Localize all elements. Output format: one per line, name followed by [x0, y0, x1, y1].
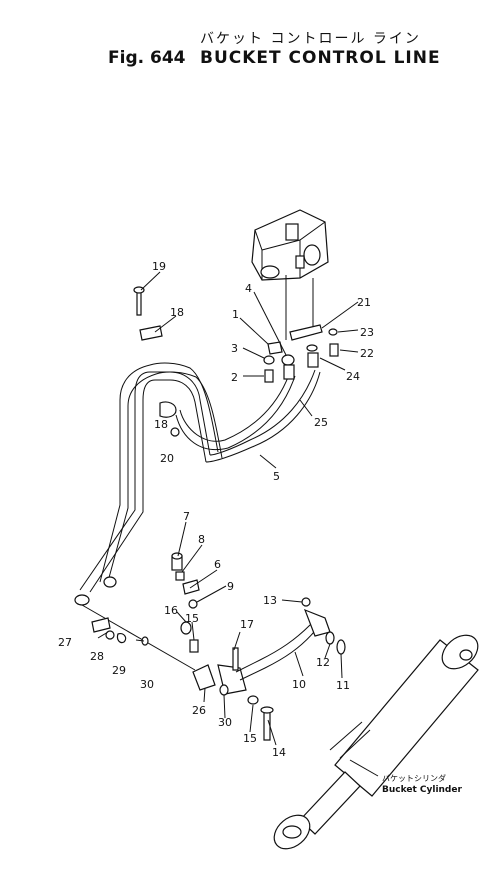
bucket-cylinder [273, 634, 479, 850]
part-label-22: 22 [360, 347, 374, 360]
lower-assembly [91, 597, 346, 741]
part-label-25: 25 [314, 416, 328, 429]
part-label-8: 8 [198, 533, 205, 546]
part-label-15b: 15 [243, 732, 257, 745]
diagram-title: BUCKET CONTROL LINE [200, 48, 441, 68]
part-label-11: 11 [336, 679, 350, 692]
middle-fittings [81, 552, 200, 671]
part-label-16: 16 [164, 604, 178, 617]
part-label-19: 19 [152, 260, 166, 273]
cylinder-label-japanese: バケットシリンダ [382, 773, 446, 783]
part-label-27: 27 [58, 636, 72, 649]
part-label-23: 23 [360, 326, 374, 339]
part-label-20: 20 [160, 452, 174, 465]
long-pipes [74, 362, 223, 606]
valve-hoses [175, 275, 321, 463]
part-label-12: 12 [316, 656, 330, 669]
part-label-26: 26 [192, 704, 206, 717]
part-label-21: 21 [357, 296, 371, 309]
clamp-group-top [133, 286, 180, 437]
valve-fittings [263, 324, 339, 383]
part-label-15: 15 [185, 612, 199, 625]
part-label-30b: 30 [218, 716, 232, 729]
part-label-2: 2 [231, 371, 238, 384]
control-valve [251, 209, 329, 281]
part-label-4: 4 [245, 282, 252, 295]
part-label-30: 30 [140, 678, 154, 691]
part-label-18b: 18 [154, 418, 168, 431]
part-label-13: 13 [263, 594, 277, 607]
part-label-9: 9 [227, 580, 234, 593]
part-labels: 19 18 1 3 2 4 21 23 22 24 25 18 20 5 7 8… [58, 260, 462, 795]
part-label-24: 24 [346, 370, 360, 383]
part-label-3: 3 [231, 342, 238, 355]
leader-lines [97, 271, 379, 777]
title-japanese: バケット コントロール ライン [200, 31, 421, 47]
part-label-6: 6 [214, 558, 221, 571]
part-label-28: 28 [90, 650, 104, 663]
part-label-29: 29 [112, 664, 126, 677]
part-label-7: 7 [183, 510, 190, 523]
part-label-17: 17 [240, 618, 254, 631]
cylinder-label: Bucket Cylinder [382, 785, 462, 795]
part-label-18: 18 [170, 306, 184, 319]
part-label-14: 14 [272, 746, 286, 759]
part-label-1: 1 [232, 308, 239, 321]
part-label-5: 5 [273, 470, 280, 483]
figure-number: Fig. 644 [108, 48, 186, 68]
part-label-10: 10 [292, 678, 306, 691]
